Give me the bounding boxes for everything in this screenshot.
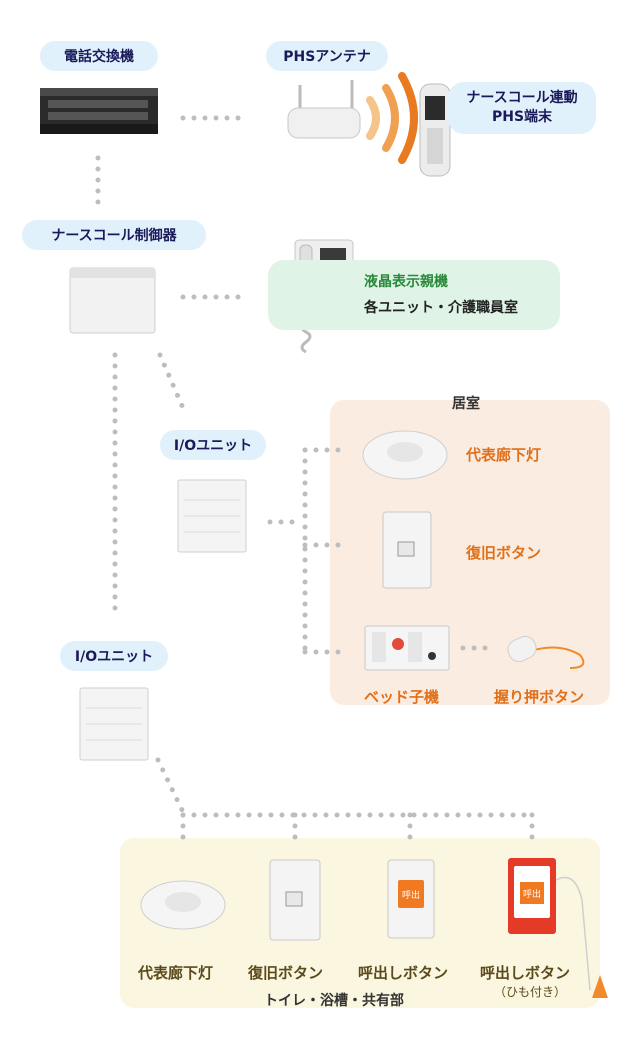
io-unit-1-label: I/Oユニット bbox=[160, 430, 266, 460]
lcd-master-sub: 各ユニット・介護職員室 bbox=[364, 300, 518, 316]
telephone-exchange-label: 電話交換機 bbox=[40, 41, 158, 71]
io-unit-1-device bbox=[177, 479, 247, 553]
toilet-reset-button-label: 復旧ボタン bbox=[248, 964, 324, 982]
room-title: 居室 bbox=[452, 396, 480, 412]
phs-antenna-device bbox=[287, 80, 361, 139]
lcd-master-label: 液晶表示親機 各ユニット・介護職員室 bbox=[268, 260, 560, 330]
toilet-call-button-device: 呼出 bbox=[387, 859, 435, 939]
room-reset-button-device bbox=[382, 511, 432, 589]
room-corridor-light-device bbox=[362, 430, 448, 480]
cord-note-label: （ひも付き） bbox=[494, 985, 567, 999]
radio-waves-icon bbox=[366, 72, 418, 164]
io-unit-2-device bbox=[79, 687, 149, 761]
bed-unit-label: ベッド子機 bbox=[364, 688, 440, 706]
telephone-exchange-device bbox=[40, 88, 158, 134]
phs-terminal-label: ナースコール連動 PHS端末 bbox=[448, 82, 596, 134]
phs-terminal-label-line2: PHS端末 bbox=[491, 109, 553, 125]
toilet-reset-button-device bbox=[269, 859, 321, 941]
phs-terminal-label-line1: ナースコール連動 bbox=[466, 90, 578, 106]
bed-unit-device bbox=[364, 625, 450, 671]
call-face-label-1: 呼出 bbox=[402, 889, 420, 901]
toilet-title: トイレ・浴槽・共有部 bbox=[264, 993, 404, 1009]
toilet-corridor-light-label: 代表廊下灯 bbox=[138, 964, 214, 982]
phs-antenna-label: PHSアンテナ bbox=[266, 41, 388, 71]
call-face-label-2: 呼出 bbox=[523, 888, 541, 900]
nurse-call-controller-label: ナースコール制御器 bbox=[22, 220, 206, 250]
toilet-call-button-label: 呼出しボタン bbox=[358, 964, 449, 982]
toilet-corridor-light-device bbox=[140, 880, 226, 930]
room-corridor-light-label: 代表廊下灯 bbox=[466, 446, 542, 464]
io-unit-2-label: I/Oユニット bbox=[60, 641, 168, 671]
connection-lines bbox=[95, 115, 535, 843]
room-reset-button-label: 復旧ボタン bbox=[466, 544, 542, 562]
grip-button-device bbox=[507, 635, 585, 669]
phs-handset-device bbox=[419, 83, 451, 177]
lcd-master-title: 液晶表示親機 bbox=[364, 274, 448, 290]
nurse-call-controller-device bbox=[69, 267, 156, 334]
toilet-call-cord-button-device: 呼出 bbox=[508, 858, 608, 998]
grip-button-label: 握り押ボタン bbox=[494, 688, 585, 706]
toilet-call-cord-button-label: 呼出しボタン bbox=[480, 964, 571, 982]
